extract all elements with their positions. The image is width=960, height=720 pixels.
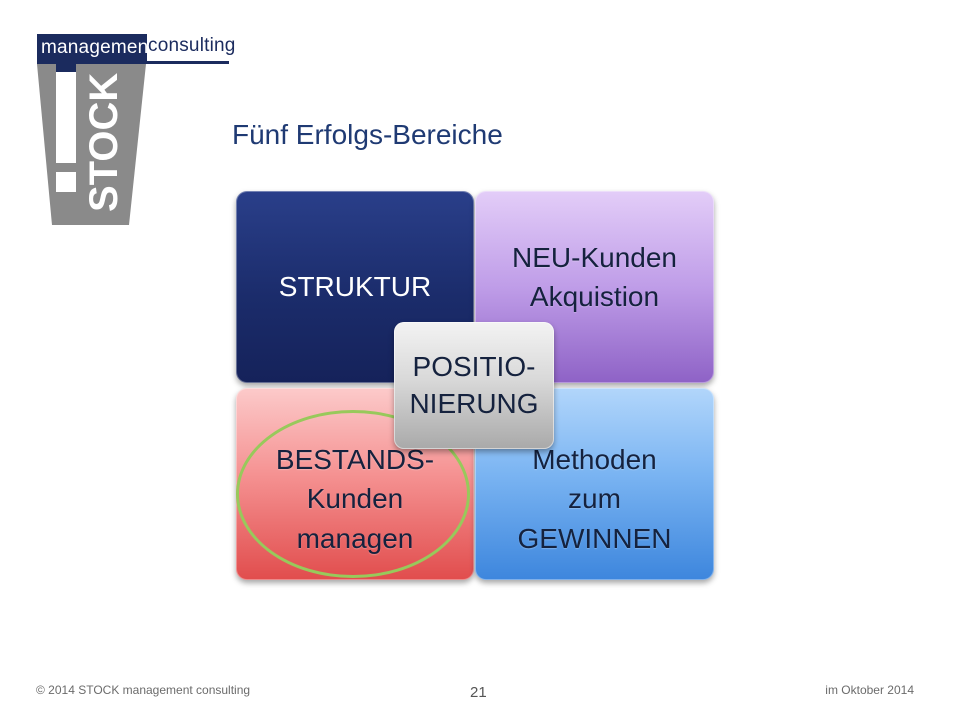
slide-title: Fünf Erfolgs-Bereiche [232, 119, 503, 150]
page-number: 21 [470, 684, 487, 701]
tile-positionierung: POSITIO- NIERUNG [394, 322, 554, 449]
logo-word-consulting: consulting [148, 35, 236, 56]
tile-neu-kunden-line: NEU-Kunden [512, 241, 677, 273]
tile-neu-kunden-line: Akquistion [529, 281, 660, 312]
logo-exclamation-bar [56, 58, 76, 163]
tile-positionierung-line: POSITIO- [412, 351, 536, 383]
tile-positionierung-line: NIERUNG [409, 387, 539, 419]
company-logo: management consulting STOCK [0, 0, 960, 230]
tile-methoden-line: zum [568, 483, 621, 515]
tile-neu-kunden-text: NEU-Kunden Akquistion [512, 238, 677, 316]
tile-struktur-line: STRUKTUR [278, 271, 432, 303]
footer-copyright: © 2014 STOCK management consulting [36, 683, 251, 697]
logo-word-management: management [37, 34, 154, 61]
logo-brand-text: STOCK [82, 73, 126, 212]
logo-rule [37, 61, 229, 64]
tile-struktur-text: STRUKTUR [279, 267, 431, 306]
tile-methoden-line: Methoden [532, 444, 657, 476]
tile-struktur: STRUKTUR [236, 191, 474, 383]
footer-date: im Oktober 2014 [825, 683, 914, 697]
tile-positionierung-text: POSITIO- NIERUNG [409, 349, 538, 422]
tile-methoden-line: GEWINNEN [517, 522, 672, 554]
highlight-ellipse [236, 410, 470, 578]
logo-stock-mark: STOCK [37, 58, 146, 225]
tile-methoden-text: Methoden zum GEWINNEN [518, 440, 672, 558]
logo-exclamation-dot [56, 172, 76, 192]
